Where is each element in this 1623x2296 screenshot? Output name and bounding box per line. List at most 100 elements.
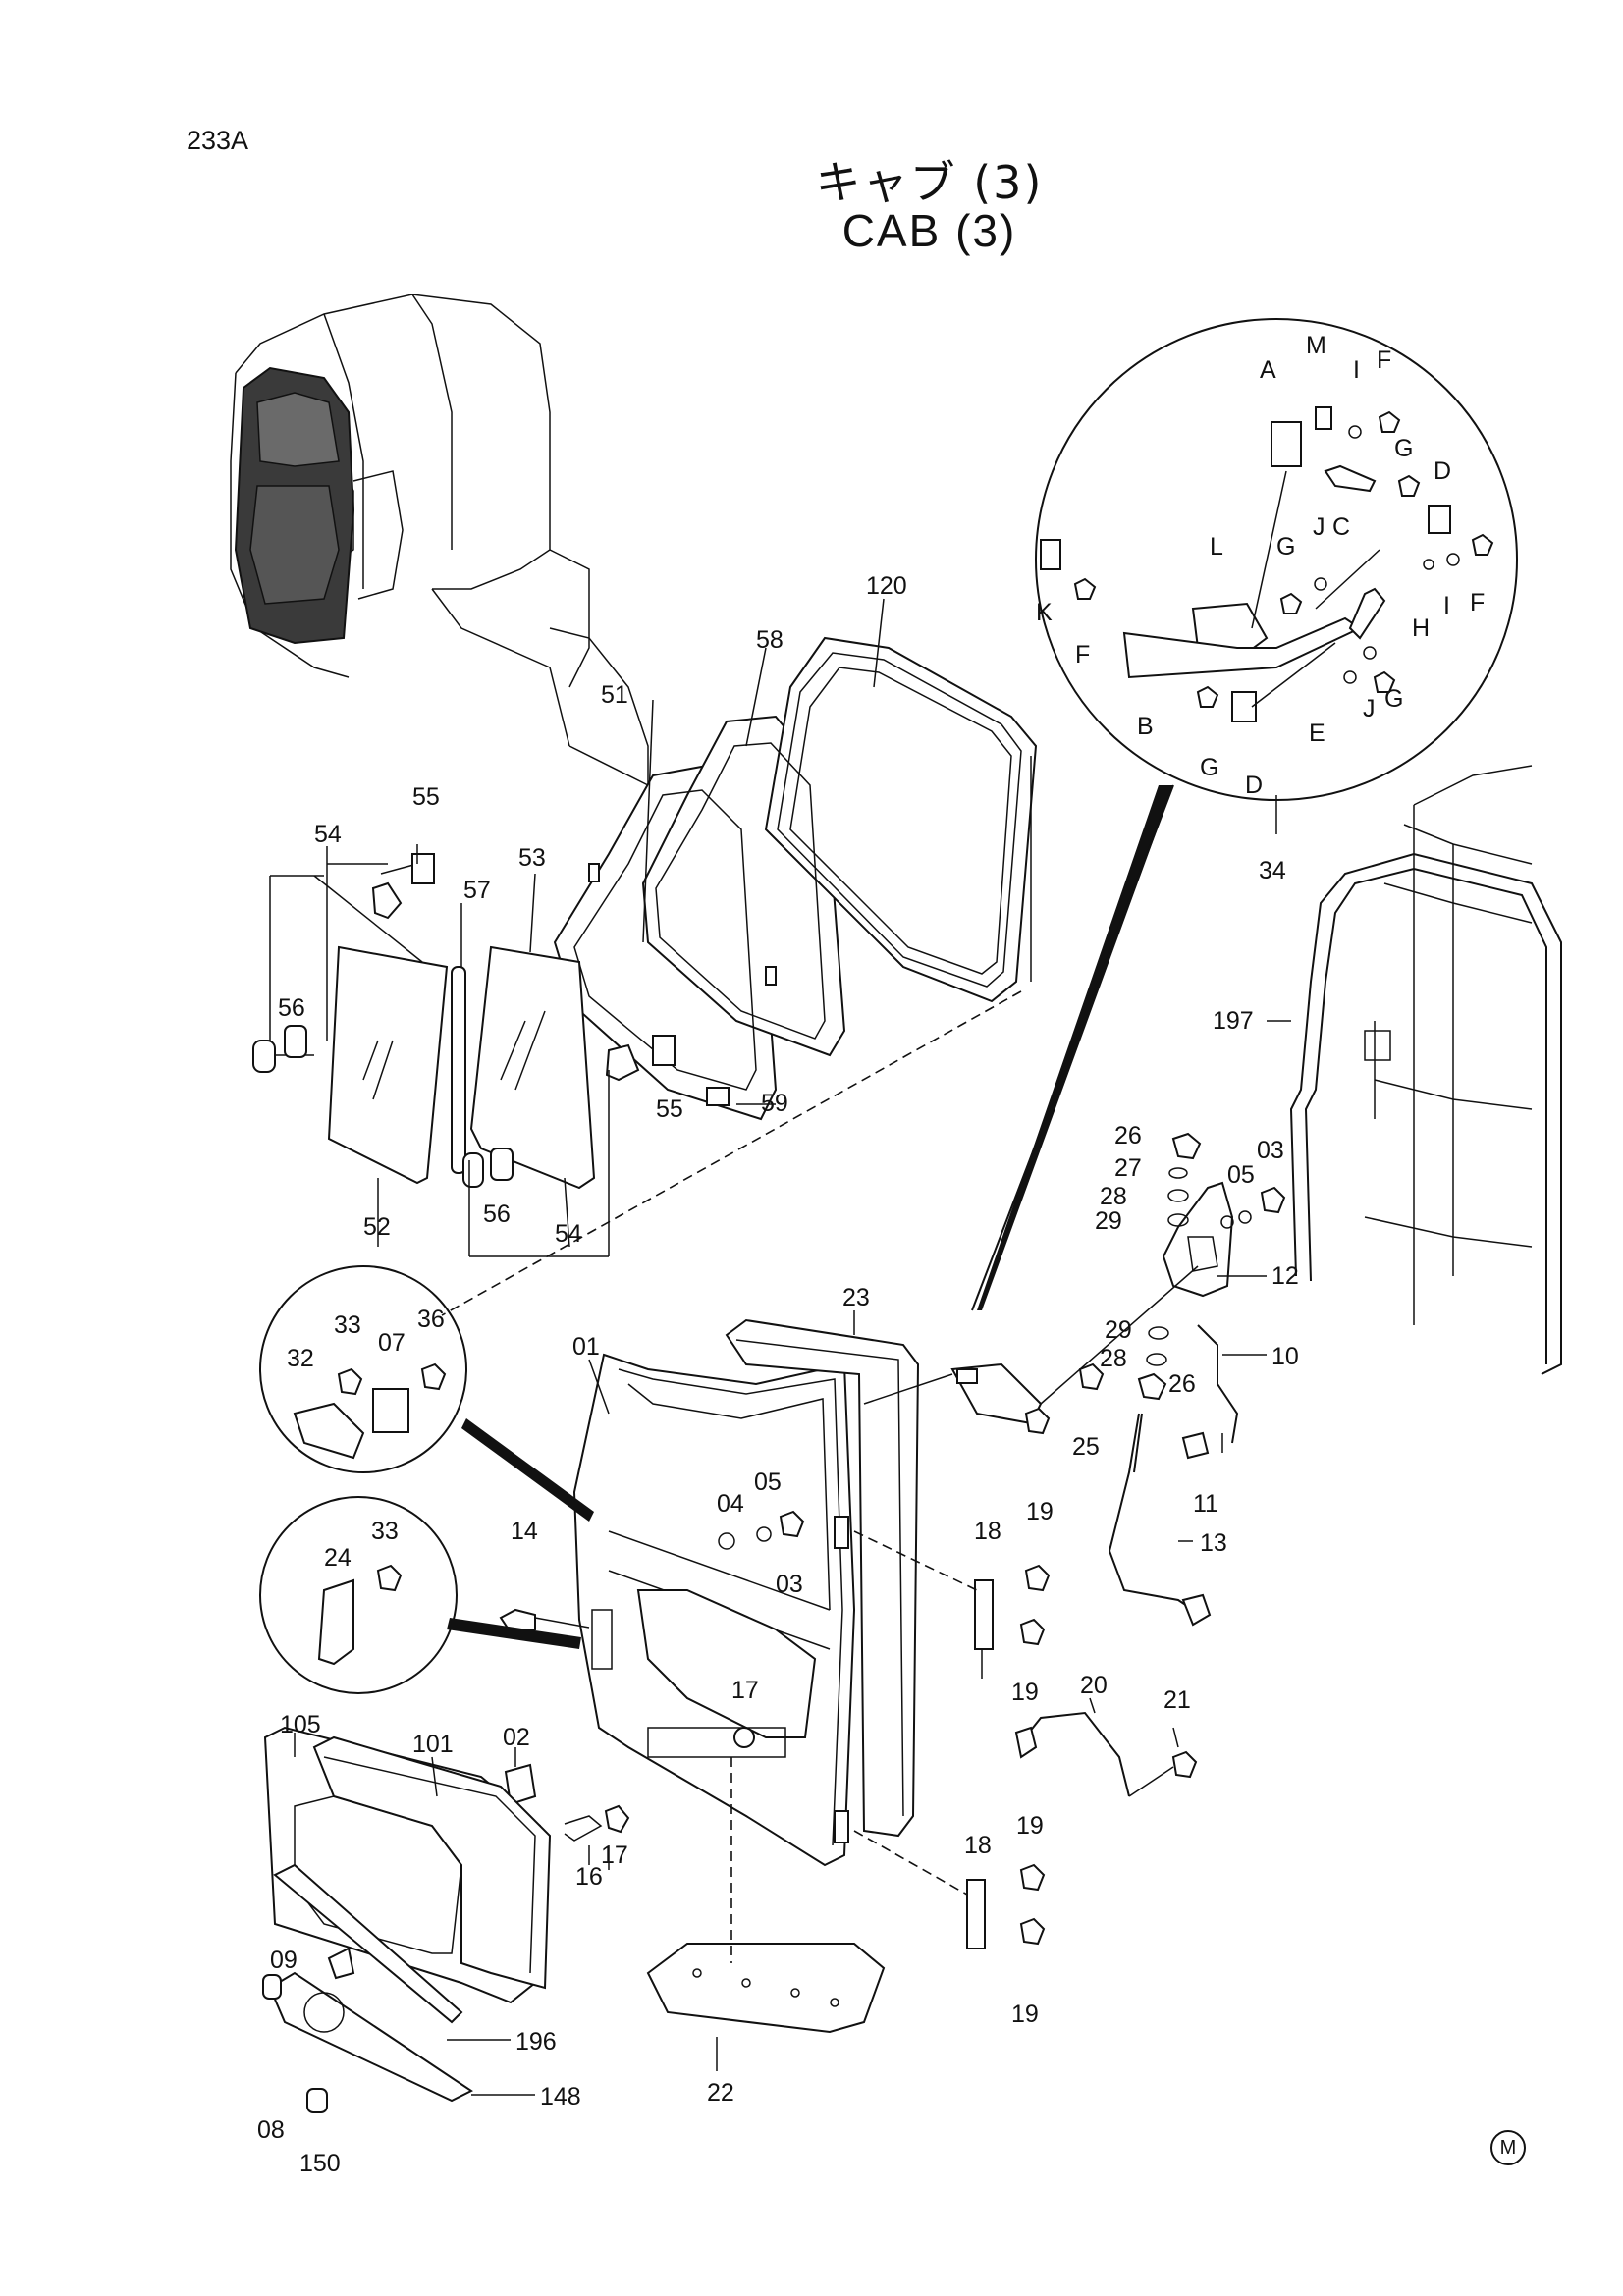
corner-mark: M — [1490, 2130, 1526, 2165]
label-54-upper: 54 — [314, 821, 342, 848]
label-120: 120 — [866, 572, 907, 600]
label-18-lower: 18 — [964, 1832, 992, 1859]
label-04: 04 — [717, 1490, 744, 1518]
label-56-lower: 56 — [483, 1201, 511, 1228]
page-number: 233A — [187, 126, 249, 155]
label-19-a: 19 — [1026, 1498, 1054, 1525]
label-10: 10 — [1271, 1343, 1299, 1370]
label-32: 32 — [287, 1345, 314, 1372]
label-11: 11 — [1193, 1490, 1218, 1518]
letter-G-mid: G — [1276, 533, 1295, 561]
lower-glass-group — [262, 1726, 552, 2113]
label-196: 196 — [515, 2028, 557, 2056]
label-25: 25 — [1072, 1433, 1100, 1461]
detail-circle-34 — [971, 318, 1518, 1311]
label-05-door: 05 — [754, 1468, 782, 1496]
handle-and-lock-group — [863, 1181, 1239, 1797]
label-07: 07 — [378, 1329, 406, 1357]
label-150: 150 — [299, 2150, 341, 2177]
label-01: 01 — [572, 1333, 600, 1361]
detail-circle-left-upper — [259, 1265, 594, 1522]
label-101: 101 — [412, 1731, 454, 1758]
fasteners-stack — [1137, 1132, 1286, 1401]
letter-D-lower: D — [1245, 772, 1263, 799]
letter-K: K — [1036, 599, 1053, 626]
letter-F-right: F — [1470, 589, 1485, 616]
label-105: 105 — [280, 1711, 321, 1738]
letter-I-lower: I — [1443, 592, 1450, 619]
door-seal-197 — [1289, 852, 1562, 1375]
letter-B: B — [1137, 713, 1154, 740]
label-27: 27 — [1114, 1154, 1142, 1182]
label-19-d: 19 — [1011, 2001, 1039, 2028]
window-frames-group — [441, 636, 1038, 1316]
label-29-lower: 29 — [1105, 1316, 1132, 1344]
quarter-glass-group — [252, 853, 730, 1257]
label-03-right: 03 — [1257, 1137, 1284, 1164]
label-29-upper: 29 — [1095, 1207, 1122, 1235]
door-assembly — [572, 1318, 920, 1867]
label-51: 51 — [601, 681, 628, 709]
hinges-group — [853, 1530, 1051, 1949]
label-54-lower: 54 — [555, 1220, 582, 1248]
label-05-right: 05 — [1227, 1161, 1255, 1189]
page-title-english: CAB (3) — [841, 205, 1017, 256]
label-28-lower: 28 — [1100, 1345, 1127, 1372]
letter-D-upper: D — [1434, 457, 1451, 485]
label-13: 13 — [1200, 1529, 1227, 1557]
label-24: 24 — [324, 1544, 352, 1572]
label-56-left: 56 — [278, 994, 305, 1022]
label-26-upper: 26 — [1114, 1122, 1142, 1149]
cab-overview-illustration — [230, 294, 649, 786]
letter-A: A — [1260, 356, 1276, 384]
label-36: 36 — [417, 1306, 445, 1333]
label-34: 34 — [1259, 857, 1286, 884]
leader-lines — [294, 598, 1291, 2071]
letter-I-upper: I — [1353, 356, 1360, 384]
letter-H: H — [1412, 614, 1430, 642]
label-22: 22 — [707, 2079, 734, 2107]
letter-G-lower-left: G — [1200, 754, 1218, 781]
label-58: 58 — [756, 626, 784, 654]
label-20: 20 — [1080, 1672, 1108, 1699]
label-197: 197 — [1213, 1007, 1254, 1035]
letter-J-lower: J — [1363, 695, 1376, 722]
letter-F-upper: F — [1377, 347, 1391, 374]
label-19-b: 19 — [1011, 1679, 1039, 1706]
label-33-upper: 33 — [334, 1311, 361, 1339]
detail-circle-left-lower — [259, 1496, 581, 1694]
label-12: 12 — [1271, 1262, 1299, 1290]
label-53: 53 — [518, 844, 546, 872]
label-33-lower: 33 — [371, 1518, 399, 1545]
door-interior-parts — [499, 1608, 886, 2034]
label-21: 21 — [1163, 1686, 1191, 1714]
label-02: 02 — [503, 1724, 530, 1751]
label-09: 09 — [270, 1947, 298, 1974]
label-52: 52 — [363, 1213, 391, 1241]
letter-M: M — [1306, 332, 1326, 359]
label-28-upper: 28 — [1100, 1183, 1127, 1210]
label-08: 08 — [257, 2116, 285, 2144]
letter-E: E — [1309, 720, 1325, 747]
label-17-door: 17 — [731, 1677, 759, 1704]
part-labels: 51 58 120 54 55 53 57 56 52 56 54 55 59 … — [257, 572, 1299, 2177]
label-26-lower: 26 — [1168, 1370, 1196, 1398]
label-148: 148 — [540, 2083, 581, 2110]
detail-letter-labels: A M I F G D C G J L K F H I F G J E B G … — [1036, 332, 1485, 799]
letter-G-lower-right: G — [1384, 685, 1403, 713]
label-16: 16 — [575, 1863, 603, 1891]
letter-G-right: G — [1394, 435, 1413, 462]
label-55-lower: 55 — [656, 1095, 683, 1123]
label-19-c: 19 — [1016, 1812, 1044, 1840]
label-17-lower: 17 — [601, 1842, 628, 1869]
cab-frame-right-illustration — [1364, 765, 1533, 1325]
label-18-upper: 18 — [974, 1518, 1001, 1545]
label-57: 57 — [463, 877, 491, 904]
label-23: 23 — [842, 1284, 870, 1311]
label-55-upper: 55 — [412, 783, 440, 811]
label-03-door: 03 — [776, 1571, 803, 1598]
label-59: 59 — [761, 1090, 788, 1117]
letter-C: C — [1332, 513, 1350, 541]
